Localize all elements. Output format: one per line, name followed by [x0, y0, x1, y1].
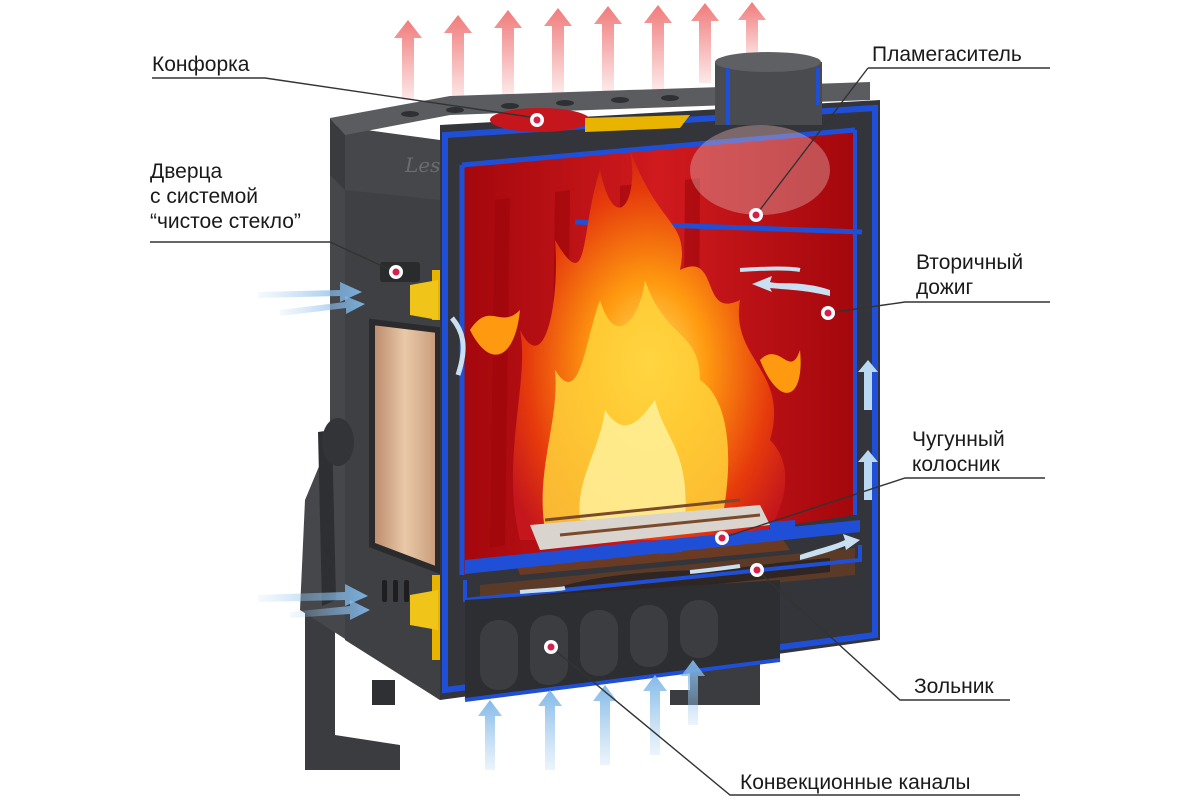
label-cast-iron-grate: Чугунный колосник	[912, 427, 1005, 477]
leader-lines	[150, 67, 1050, 796]
markers	[389, 113, 835, 654]
label-burner-text: Конфорка	[152, 53, 250, 76]
brand-mark: Les	[404, 153, 440, 177]
leader-convection	[550, 646, 1020, 796]
cutaway-section	[440, 52, 880, 702]
label-secondary-line2: дожиг	[916, 276, 974, 299]
lower-air-damper	[410, 590, 438, 630]
door-glass	[372, 322, 438, 570]
label-burner: Конфорка	[152, 52, 249, 77]
convection-channels	[464, 580, 781, 702]
leader-grate	[721, 477, 1045, 539]
label-door-line2: с системой	[150, 185, 258, 208]
hot-air-arrows	[394, 2, 766, 100]
marker-burner	[530, 113, 544, 127]
stove-body: Les	[300, 82, 870, 700]
label-ashpan-text: Зольник	[914, 675, 994, 698]
cold-air-arrows	[258, 266, 878, 770]
label-flame-arrestor: Пламегаситель	[872, 42, 1022, 67]
marker-grate	[715, 531, 729, 545]
label-door: Дверца с системой “чистое стекло”	[150, 159, 301, 234]
marker-flame-arrestor	[749, 208, 763, 222]
burner-holes	[401, 95, 679, 117]
label-convection-channels: Конвекционные каналы	[740, 770, 971, 795]
chimney-pipe	[715, 62, 822, 125]
upper-air-damper	[410, 280, 438, 320]
label-convection-text: Конвекционные каналы	[740, 771, 971, 794]
leader-secondary	[827, 301, 1050, 314]
label-grate-line1: Чугунный	[912, 428, 1005, 451]
leader-burner	[152, 77, 538, 119]
label-secondary-line1: Вторичный	[916, 251, 1024, 274]
marker-door	[389, 265, 403, 279]
label-secondary-burn: Вторичный дожиг	[916, 250, 1023, 300]
label-grate-line2: колосник	[912, 453, 1000, 476]
door-handle	[318, 430, 336, 606]
marker-ashpan	[750, 563, 764, 577]
leader-ashpan	[756, 569, 1010, 701]
label-ashpan: Зольник	[914, 674, 994, 699]
leader-flame-arrestor	[755, 67, 1050, 216]
label-flame-arrestor-text: Пламегаситель	[872, 43, 1022, 66]
label-door-line3: “чистое стекло”	[150, 210, 301, 233]
fire-flames	[470, 150, 801, 540]
marker-secondary	[821, 306, 835, 320]
label-door-line1: Дверца	[150, 160, 223, 183]
marker-convection	[544, 640, 558, 654]
leader-door	[150, 241, 396, 273]
